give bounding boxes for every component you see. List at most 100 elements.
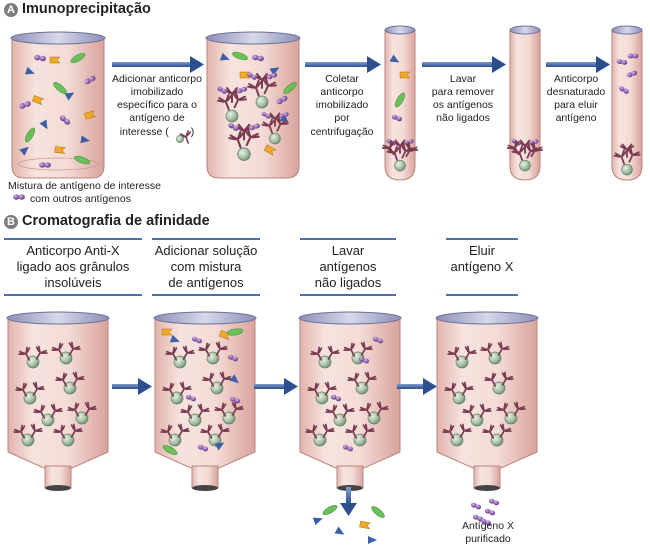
section-a-letter: A — [4, 3, 18, 17]
antibody-icon — [360, 341, 373, 356]
antibody-icon — [214, 402, 227, 417]
antibody-icon — [68, 341, 81, 356]
arrow-a1 — [112, 56, 204, 73]
flag-antigen — [359, 520, 372, 530]
bead — [621, 163, 633, 176]
antibody-icon — [464, 345, 477, 360]
antibody-icon — [497, 341, 510, 356]
triangle-antigen — [368, 536, 377, 544]
antibody-icon — [343, 342, 356, 357]
antibody-icon — [197, 403, 210, 418]
antigen-icon — [279, 112, 289, 119]
leaf-antigen — [226, 328, 244, 336]
antibody-icon — [499, 423, 512, 438]
step1-line3: específico para o — [117, 99, 197, 112]
step4-description: Anticorpo desnaturado para eluir antígen… — [546, 73, 606, 125]
antibody-icon — [613, 149, 628, 165]
antibody-icon — [517, 139, 533, 154]
antibody-icon — [461, 381, 474, 396]
leaf-antigen — [24, 127, 36, 143]
antibody-icon — [180, 404, 193, 419]
bead — [237, 147, 251, 161]
mixture-caption: Mistura de antígeno de interesse com out… — [8, 180, 198, 206]
antibody-icon — [215, 341, 228, 356]
antibody-bead-complex — [217, 86, 248, 123]
section-a-molecules — [13, 51, 641, 200]
beaker-with-antibody — [205, 31, 301, 179]
antigen-icon — [391, 114, 403, 122]
leaf-antigen — [283, 82, 297, 94]
column-label-3: Lavar antígenos não ligados — [300, 238, 396, 296]
antibody-icon — [530, 142, 544, 158]
flag-antigen — [49, 56, 61, 64]
antigen-icon — [191, 336, 203, 344]
antibody-icon — [362, 423, 375, 438]
antibody-icon — [200, 424, 213, 439]
antibody-icon — [275, 116, 289, 132]
step1-line1: Adicionar anticorpo — [112, 73, 202, 85]
antigen-icon — [627, 53, 639, 59]
antigen-icon — [330, 394, 342, 402]
antibody-icon — [160, 424, 173, 439]
triangle-antigen — [334, 526, 345, 535]
triangle-antigen — [39, 119, 48, 130]
antigen-icon — [228, 122, 239, 131]
antibody-icon — [182, 345, 195, 360]
affinity-column-1 — [6, 311, 110, 491]
antibody-icon — [619, 143, 635, 158]
affinity-column-4 — [435, 311, 539, 491]
antigen-icon — [470, 502, 482, 510]
mixture-line1: Mistura de antígeno de interesse — [8, 180, 161, 192]
bead — [176, 135, 184, 143]
antigen-icon — [619, 86, 629, 94]
step1-line2: imobilizado — [130, 86, 184, 99]
leaf-antigen — [371, 506, 385, 518]
antigen-icon — [626, 70, 638, 78]
bead — [255, 95, 269, 109]
arrow-a3 — [422, 56, 506, 73]
antibody-icon — [261, 118, 276, 134]
antibody-icon — [405, 142, 419, 158]
antibody-icon — [13, 424, 26, 439]
column-label-2: Adicionar solução com mistura de antígen… — [152, 238, 260, 296]
antigen-icon — [484, 508, 496, 516]
purified-antigen-caption: Antígeno X purificado — [462, 520, 514, 546]
antibody-icon — [364, 371, 377, 386]
antibody-icon — [224, 87, 240, 103]
triangle-antigen — [229, 374, 239, 384]
antibody-icon — [310, 346, 323, 361]
antigen-icon — [488, 498, 500, 506]
antibody-icon — [55, 372, 68, 387]
bead — [225, 109, 239, 123]
bead — [269, 132, 281, 145]
mixture-line2: com outros antígenos — [30, 193, 131, 206]
tube-eluted — [611, 25, 643, 181]
antigen-icon — [229, 396, 241, 404]
triangle-antigen — [214, 442, 225, 451]
antibody-icon — [511, 145, 526, 161]
leaf-antigen — [70, 52, 86, 64]
antibody-icon — [217, 423, 230, 438]
antibody-bead-complex — [613, 143, 641, 176]
antibody-icon — [70, 423, 83, 438]
antigen-icon — [616, 59, 628, 65]
section-b-title: Cromatografia de afinidade — [22, 213, 210, 229]
antibody-icon — [219, 371, 232, 386]
antibody-icon — [627, 147, 641, 163]
antigen-icon — [342, 444, 354, 452]
antibody-icon — [513, 401, 526, 416]
antibody-icon — [267, 112, 283, 127]
antibody-icon — [30, 423, 43, 438]
antibody-icon — [324, 381, 337, 396]
antibody-icon — [67, 402, 80, 417]
antigen-icon — [480, 518, 492, 526]
antigen-icon — [261, 111, 271, 119]
section-a-title: Imunoprecipitação — [22, 1, 151, 17]
antibody-icon — [496, 402, 509, 417]
antigen-icon — [236, 86, 248, 94]
antibody-icon — [84, 401, 97, 416]
antibody-icon — [232, 91, 248, 109]
antibody-icon — [262, 77, 278, 95]
triangle-antigen — [312, 517, 323, 526]
